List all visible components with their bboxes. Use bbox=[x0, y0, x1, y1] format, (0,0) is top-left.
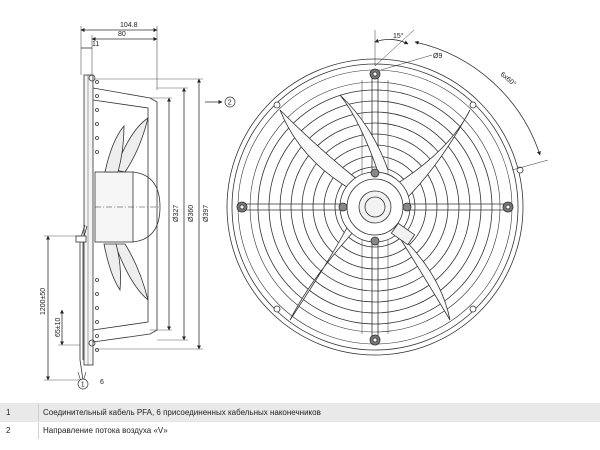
fan-technical-drawing: 104.8 80 11 Ø327 Ø360 Ø397 1200±50 65±10… bbox=[40, 22, 549, 390]
legend-number: 1 bbox=[6, 408, 11, 417]
dim-65: 65±10 bbox=[55, 317, 62, 337]
callout-2: 2 bbox=[224, 96, 236, 108]
callout-1: 1 bbox=[77, 378, 89, 390]
dim-angle-6x60: 6x60° bbox=[499, 70, 518, 88]
dim-hole-d9: Ø9 bbox=[433, 53, 442, 60]
dim-6: 6 bbox=[100, 379, 104, 386]
dim-327: Ø327 bbox=[173, 205, 180, 222]
dim-104-8: 104.8 bbox=[120, 22, 138, 29]
svg-text:2: 2 bbox=[228, 100, 232, 107]
front-view bbox=[226, 29, 549, 356]
legend-number: 2 bbox=[6, 426, 11, 435]
legend-table: 1 Соединительный кабель PFA, 6 присоедин… bbox=[0, 403, 600, 439]
svg-text:1: 1 bbox=[81, 382, 85, 389]
dim-360: Ø360 bbox=[188, 205, 195, 222]
dim-11: 11 bbox=[92, 41, 99, 48]
legend-row: 1 Соединительный кабель PFA, 6 присоедин… bbox=[0, 403, 600, 421]
dim-397: Ø397 bbox=[203, 205, 210, 222]
legend-text: Соединительный кабель PFA, 6 присоединен… bbox=[38, 404, 600, 421]
dim-angle-15: 15° bbox=[393, 32, 404, 40]
dim-80: 80 bbox=[118, 31, 126, 38]
dim-1200: 1200±50 bbox=[40, 288, 47, 315]
legend-text: Направление потока воздуха «V» bbox=[38, 422, 600, 439]
legend-row: 2 Направление потока воздуха «V» bbox=[0, 421, 600, 439]
side-view bbox=[44, 26, 223, 387]
